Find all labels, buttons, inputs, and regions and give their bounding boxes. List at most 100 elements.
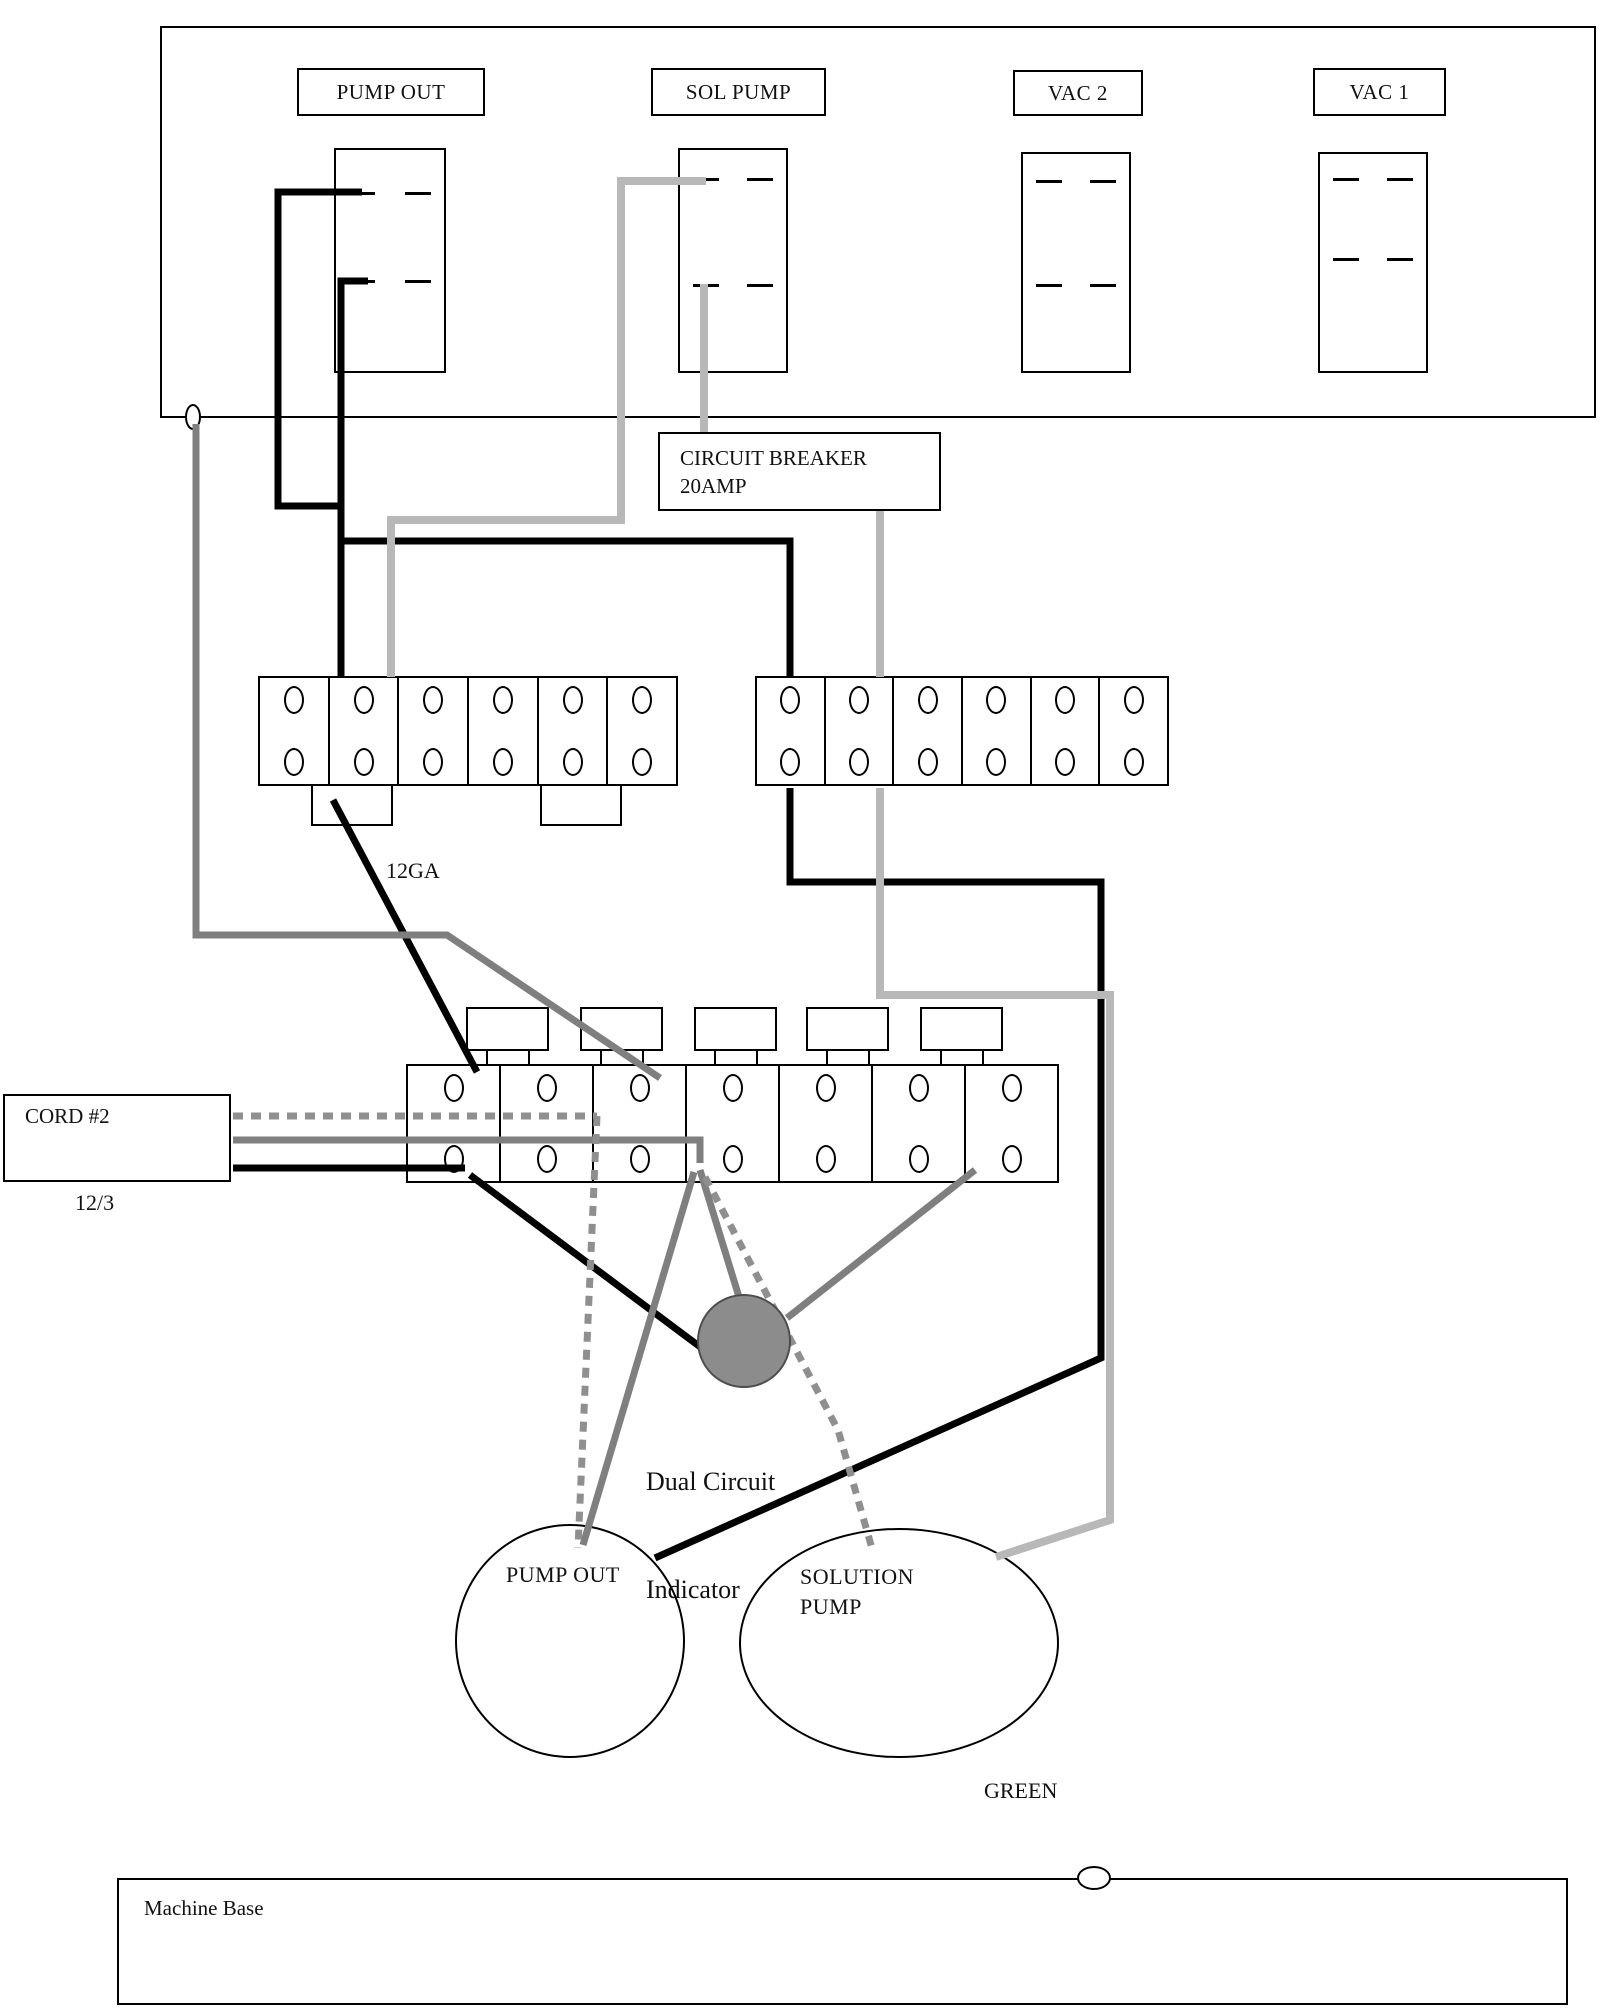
terminal-screw xyxy=(908,1074,929,1102)
terminal-column xyxy=(1098,678,1167,784)
terminal-column xyxy=(778,1066,871,1181)
terminal-dash xyxy=(747,178,773,181)
solution-pump-label-line1: SOLUTION xyxy=(800,1564,914,1589)
terminal-screw xyxy=(536,1074,557,1102)
switch-label-box-vac1: VAC 1 xyxy=(1313,68,1446,116)
terminal-column xyxy=(397,678,467,784)
terminal-column xyxy=(536,678,607,784)
terminal-screw xyxy=(1001,1145,1022,1173)
black-wire-branch-to-right-block xyxy=(341,537,794,677)
machine-base: Machine Base xyxy=(117,1878,1568,2005)
terminal-dash xyxy=(1387,258,1413,261)
switch-label: VAC 1 xyxy=(1349,79,1410,104)
terminal-screw xyxy=(443,1074,464,1102)
terminal-column xyxy=(1029,678,1099,784)
terminal-screw xyxy=(283,748,304,776)
terminal-column xyxy=(757,678,824,784)
terminal-row xyxy=(680,284,786,287)
relay-box-tab xyxy=(600,1049,644,1064)
terminal-dash xyxy=(1036,180,1062,183)
terminal-screw xyxy=(815,1074,836,1102)
circuit-breaker-line1: CIRCUIT BREAKER xyxy=(680,446,867,470)
terminal-screw xyxy=(492,686,513,714)
terminal-dash xyxy=(747,284,773,287)
relay-box xyxy=(920,1007,1003,1051)
panel-grommet xyxy=(185,404,201,430)
terminal-screw xyxy=(562,748,583,776)
terminal-dash xyxy=(1333,178,1359,181)
solution-pump-label-line2: PUMP xyxy=(800,1594,862,1619)
terminal-screw xyxy=(1123,686,1144,714)
terminal-row xyxy=(1023,180,1129,183)
terminal-block-middle xyxy=(406,1064,1059,1183)
terminal-screw xyxy=(849,686,869,714)
terminal-screw xyxy=(722,1145,743,1173)
switch-label: VAC 2 xyxy=(1048,80,1108,105)
terminal-dash xyxy=(693,284,719,287)
terminal-screw xyxy=(780,748,801,776)
switch-label-box-vac2: VAC 2 xyxy=(1013,70,1143,116)
switch-label: PUMP OUT xyxy=(336,79,446,104)
black-wire-to-indicator xyxy=(467,1172,710,1355)
terminal-dash xyxy=(693,178,719,181)
terminal-row xyxy=(1320,178,1426,181)
terminal-screw xyxy=(917,748,938,776)
terminal-column xyxy=(964,1066,1057,1181)
terminal-dash xyxy=(349,280,375,283)
relay-box xyxy=(694,1007,777,1051)
green-wire-label: GREEN xyxy=(984,1778,1058,1803)
relay-box-tab xyxy=(940,1049,984,1064)
terminal-screw xyxy=(536,1145,557,1173)
switch-label-box-sol-pump: SOL PUMP xyxy=(651,68,826,116)
gray-wire-indicator-to-block xyxy=(784,1167,978,1321)
terminal-screw xyxy=(1001,1074,1022,1102)
pump-out-motor xyxy=(455,1524,685,1758)
terminal-column xyxy=(327,678,398,784)
terminal-dash xyxy=(1333,258,1359,261)
terminal-column xyxy=(592,1066,685,1181)
terminal-dash xyxy=(405,192,431,195)
terminal-screw xyxy=(443,1145,464,1173)
terminal-column xyxy=(823,678,893,784)
terminal-screw xyxy=(353,686,374,714)
gray-wire-to-indicator xyxy=(696,1168,743,1299)
cord-label-box: CORD #2 xyxy=(3,1094,231,1182)
terminal-screw xyxy=(423,686,444,714)
relay-box xyxy=(806,1007,889,1051)
terminal-column xyxy=(408,1066,499,1181)
terminal-dash xyxy=(1090,284,1116,287)
relay-box-tab xyxy=(486,1049,530,1064)
terminal-screw xyxy=(908,1145,929,1173)
indicator-label-line2: Indicator xyxy=(646,1575,740,1604)
solution-pump-motor xyxy=(739,1528,1059,1758)
terminal-screw xyxy=(986,748,1007,776)
terminal-column xyxy=(606,678,676,784)
terminal-screw xyxy=(815,1145,836,1173)
switch-body-pump-out xyxy=(334,148,446,373)
terminal-dash xyxy=(405,280,431,283)
relay-box-tab xyxy=(714,1049,758,1064)
terminal-column xyxy=(499,1066,592,1181)
terminal-screw xyxy=(849,748,869,776)
terminal-dash xyxy=(1090,180,1116,183)
terminal-dash xyxy=(1387,178,1413,181)
black-wire-block-to-middle-block xyxy=(329,798,481,1074)
terminal-row xyxy=(1320,258,1426,261)
jumper-bar xyxy=(540,784,622,826)
terminal-row xyxy=(336,280,444,283)
terminal-screw xyxy=(632,686,653,714)
terminal-column xyxy=(467,678,537,784)
terminal-column xyxy=(892,678,961,784)
switch-label-box-pump-out: PUMP OUT xyxy=(297,68,485,116)
relay-box xyxy=(580,1007,663,1051)
switch-label: SOL PUMP xyxy=(685,79,792,104)
indicator-label-line1: Dual Circuit xyxy=(646,1467,776,1496)
terminal-row xyxy=(1023,284,1129,287)
circuit-breaker-label-box: CIRCUIT BREAKER 20AMP xyxy=(658,432,941,511)
cord-spec-text: 12/3 xyxy=(75,1190,115,1215)
terminal-column xyxy=(961,678,1030,784)
terminal-column xyxy=(685,1066,778,1181)
terminal-screw xyxy=(632,748,653,776)
terminal-screw xyxy=(492,748,513,776)
